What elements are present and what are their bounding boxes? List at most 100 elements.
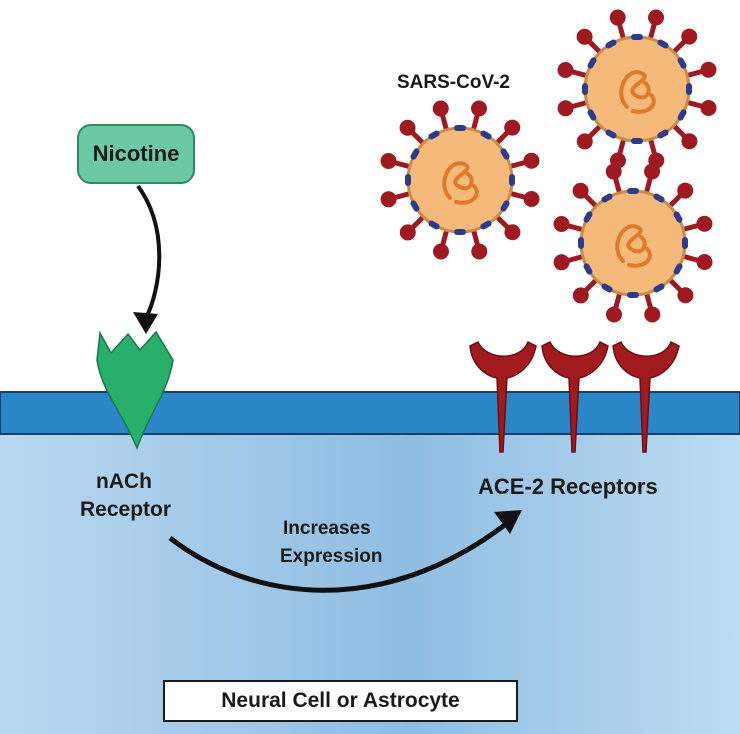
envelope-protein bbox=[428, 130, 440, 140]
envelope-protein bbox=[682, 237, 688, 249]
spike-head bbox=[432, 243, 449, 260]
envelope-protein bbox=[480, 220, 492, 230]
envelope-protein bbox=[653, 193, 665, 203]
nicotine-box: Nicotine bbox=[77, 124, 195, 184]
spike-head bbox=[471, 243, 488, 260]
envelope-protein bbox=[601, 193, 613, 203]
envelope-protein bbox=[454, 125, 466, 131]
sars-cov-2-particles bbox=[380, 9, 717, 323]
envelope-protein bbox=[428, 220, 440, 230]
envelope-protein bbox=[509, 174, 515, 186]
virus-envelope bbox=[583, 35, 691, 143]
spike-head bbox=[648, 9, 665, 26]
ace2-receptor-1 bbox=[469, 340, 537, 453]
viral-rna bbox=[442, 161, 479, 205]
spike-head bbox=[605, 163, 622, 180]
spike-head bbox=[399, 224, 416, 241]
spike-head bbox=[605, 306, 622, 323]
spike-head bbox=[677, 287, 694, 304]
nicotine-label: Nicotine bbox=[92, 141, 180, 166]
nach-receptor-label-line1: nACh bbox=[96, 470, 152, 493]
viral-rna bbox=[615, 224, 652, 268]
envelope-protein bbox=[500, 148, 510, 160]
spike-head bbox=[553, 215, 570, 232]
spike-head bbox=[700, 61, 717, 78]
spike-head bbox=[700, 100, 717, 117]
envelope-protein bbox=[587, 57, 597, 69]
spike-head bbox=[572, 182, 589, 199]
virus-particle bbox=[380, 100, 540, 260]
spike-head bbox=[696, 254, 713, 271]
virus-particle bbox=[553, 163, 713, 323]
ace2-receptors-label: ACE-2 Receptors bbox=[478, 474, 658, 499]
spike-head bbox=[504, 224, 521, 241]
ace2-receptor-3 bbox=[612, 340, 680, 453]
envelope-protein bbox=[583, 263, 593, 275]
envelope-protein bbox=[677, 109, 687, 121]
spike-head bbox=[696, 215, 713, 232]
spike-head bbox=[432, 100, 449, 117]
envelope-protein bbox=[657, 39, 669, 49]
spike-head bbox=[557, 61, 574, 78]
expression-arrowhead bbox=[494, 510, 522, 534]
envelope-protein bbox=[605, 129, 617, 139]
virus-envelope bbox=[406, 126, 514, 234]
envelope-protein bbox=[677, 57, 687, 69]
arrow-label-line2: Expression bbox=[280, 546, 383, 567]
envelope-protein bbox=[673, 263, 683, 275]
cell-label: Neural Cell or Astrocyte bbox=[221, 689, 460, 712]
spike-head bbox=[644, 306, 661, 323]
envelope-protein bbox=[673, 211, 683, 223]
spike-head bbox=[576, 28, 593, 45]
viral-rna bbox=[619, 70, 656, 114]
expression-arrow bbox=[168, 522, 508, 593]
envelope-protein bbox=[480, 130, 492, 140]
spike-head bbox=[380, 152, 397, 169]
envelope-protein bbox=[631, 138, 643, 144]
envelope-protein bbox=[410, 200, 420, 212]
cell-label-box: Neural Cell or Astrocyte bbox=[163, 680, 518, 722]
spike-head bbox=[576, 133, 593, 150]
envelope-protein bbox=[583, 211, 593, 223]
envelope-protein bbox=[500, 200, 510, 212]
ace2-receptor-2 bbox=[541, 340, 609, 453]
envelope-protein bbox=[454, 229, 466, 235]
spike-head bbox=[504, 119, 521, 136]
spike-head bbox=[681, 133, 698, 150]
nicotine-binding-arrow bbox=[136, 184, 162, 319]
envelope-protein bbox=[686, 83, 692, 95]
spike-head bbox=[523, 152, 540, 169]
envelope-protein bbox=[601, 283, 613, 293]
envelope-protein bbox=[627, 292, 639, 298]
envelope-protein bbox=[587, 109, 597, 121]
nach-receptor-label-line2: Receptor bbox=[80, 498, 172, 521]
spike-head bbox=[609, 9, 626, 26]
spike-head bbox=[399, 119, 416, 136]
virus-particle bbox=[557, 9, 717, 169]
spike-head bbox=[380, 191, 397, 208]
ace2-receptors bbox=[469, 340, 680, 453]
spike-head bbox=[553, 254, 570, 271]
spike-head bbox=[471, 100, 488, 117]
spike-head bbox=[681, 28, 698, 45]
envelope-protein bbox=[631, 34, 643, 40]
envelope-protein bbox=[657, 129, 669, 139]
envelope-protein bbox=[605, 39, 617, 49]
spike-head bbox=[644, 163, 661, 180]
nach-receptor bbox=[96, 330, 174, 451]
envelope-protein bbox=[405, 174, 411, 186]
spike-head bbox=[677, 182, 694, 199]
virus-envelope bbox=[579, 189, 687, 297]
envelope-protein bbox=[578, 237, 584, 249]
spike-head bbox=[572, 287, 589, 304]
envelope-protein bbox=[627, 188, 639, 194]
virus-label: SARS-CoV-2 bbox=[397, 72, 510, 93]
envelope-protein bbox=[582, 83, 588, 95]
envelope-protein bbox=[653, 283, 665, 293]
envelope-protein bbox=[410, 148, 420, 160]
spike-head bbox=[557, 100, 574, 117]
arrow-label-line1: Increases bbox=[283, 518, 371, 539]
nicotine-arrowhead bbox=[133, 312, 158, 334]
